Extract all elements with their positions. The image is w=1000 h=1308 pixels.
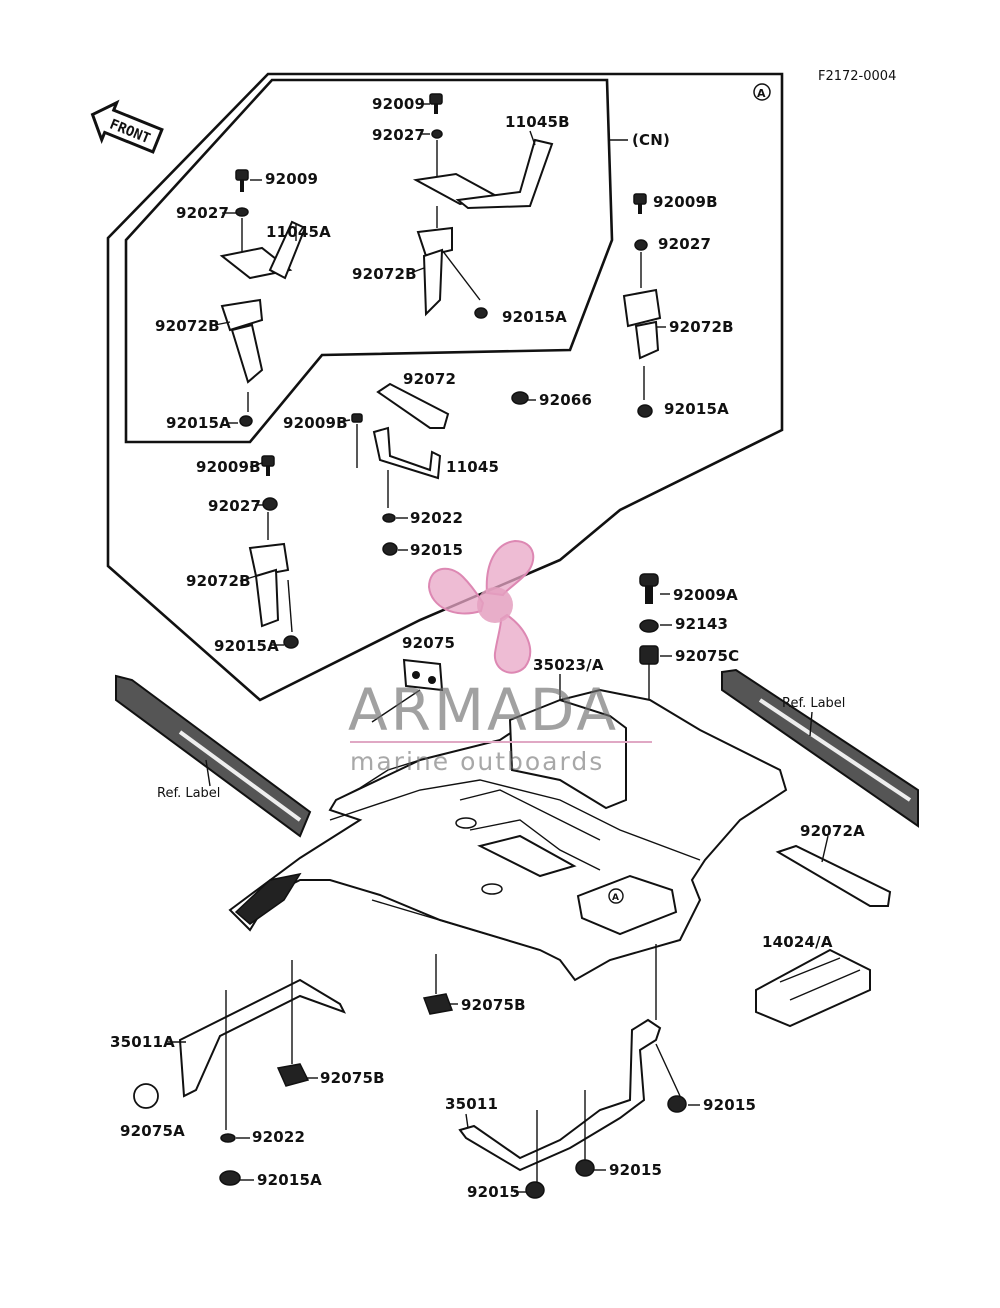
pad-14024a	[755, 948, 871, 1028]
center-bracket-assembly	[412, 93, 554, 319]
plate-92075	[371, 658, 444, 723]
part-label: 35023/A	[533, 656, 604, 674]
part-label: 92015	[410, 541, 463, 559]
part-label: 92143	[675, 615, 728, 633]
part-label: 11045B	[505, 113, 570, 131]
part-label: 92015A	[664, 400, 729, 418]
part-label: 92009B	[653, 193, 718, 211]
part-label: 11045A	[266, 223, 331, 241]
left-bracket-assembly	[219, 169, 307, 427]
front-arrow: FRONT	[90, 99, 164, 154]
svg-text:A: A	[612, 893, 619, 903]
part-labels: 92009 92027 11045B 92009 92027 11045A 92…	[110, 95, 865, 1201]
part-label: 11045	[446, 458, 499, 476]
part-label: 92066	[539, 391, 592, 409]
left-decal-strip	[115, 674, 312, 838]
part-label: 92075B	[461, 996, 526, 1014]
part-label: 92072	[403, 370, 456, 388]
fender-stay-left	[133, 954, 454, 1186]
part-label: 92009B	[283, 414, 348, 432]
part-label: 92075B	[320, 1069, 385, 1087]
ref-label-right: Ref. Label	[782, 696, 845, 711]
strap-92072a	[775, 835, 892, 907]
part-label: 92015A	[166, 414, 231, 432]
part-label: 92072B	[669, 318, 734, 336]
part-label: 92072B	[155, 317, 220, 335]
part-label: 35011	[445, 1095, 498, 1113]
part-label: 92015	[467, 1183, 520, 1201]
part-label: 92075A	[120, 1122, 185, 1140]
part-label: 92022	[252, 1128, 305, 1146]
middle-bracket-group	[351, 382, 529, 556]
svg-text:A: A	[757, 87, 766, 100]
figure-id: F2172-0004	[818, 69, 896, 84]
part-label: 92027	[208, 497, 261, 515]
part-label: 92072B	[352, 265, 417, 283]
watermark-tagline: marine outboards	[350, 747, 604, 776]
cn-group-boundary	[124, 78, 614, 444]
part-label: 92015	[703, 1096, 756, 1114]
right-bracket-assembly	[622, 193, 662, 418]
fender-stay-right	[458, 944, 687, 1199]
part-label: 92075C	[675, 647, 739, 665]
lower-left-bracket-group	[248, 455, 299, 649]
part-label: 92027	[658, 235, 711, 253]
part-label: 92027	[372, 126, 425, 144]
part-label: 92015	[609, 1161, 662, 1179]
part-label: 92072A	[800, 822, 865, 840]
circle-a-mark: A	[753, 83, 771, 101]
part-label: 35011A	[110, 1033, 175, 1051]
part-label: 92009B	[196, 458, 261, 476]
part-label: 92015A	[257, 1171, 322, 1189]
cn-label: (CN)	[632, 131, 670, 149]
rear-fender	[228, 688, 788, 982]
watermark: ARMADA marine outboards	[348, 539, 652, 776]
part-label: 92027	[176, 204, 229, 222]
part-label: 92009A	[673, 586, 738, 604]
part-label: 92009	[265, 170, 318, 188]
part-label: 92015A	[502, 308, 567, 326]
propeller-icon	[427, 539, 535, 674]
part-label: 92022	[410, 509, 463, 527]
part-label: 14024/A	[762, 933, 833, 951]
part-label: 92072B	[186, 572, 251, 590]
right-decal-strip	[721, 668, 919, 828]
part-label: 92075	[402, 634, 455, 652]
part-label: 92009	[372, 95, 425, 113]
part-label: 92015A	[214, 637, 279, 655]
watermark-brand: ARMADA	[348, 676, 619, 744]
ref-label-left: Ref. Label	[157, 786, 220, 801]
